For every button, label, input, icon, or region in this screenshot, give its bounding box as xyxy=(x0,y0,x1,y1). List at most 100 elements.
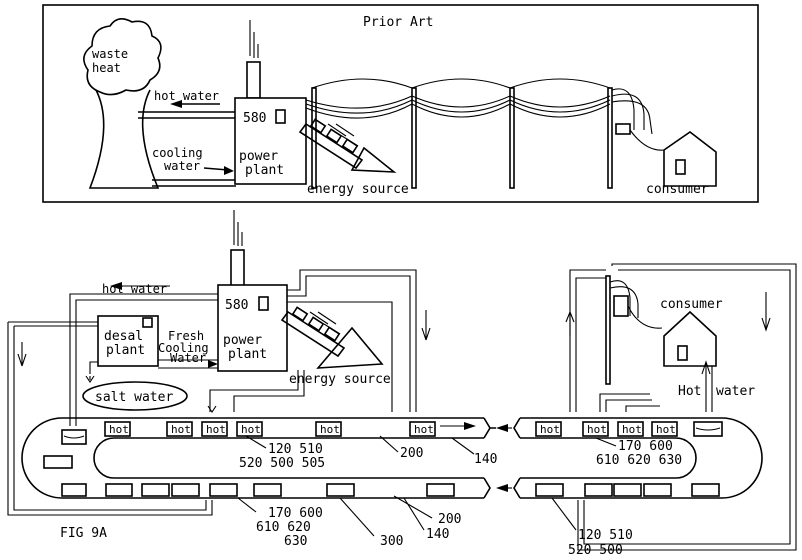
hot-label-9a: Hot xyxy=(678,384,701,399)
hot-car-label: hot xyxy=(171,423,191,436)
hot-car-label: hot xyxy=(241,423,261,436)
energy-source-label-9a: energy source xyxy=(289,372,391,387)
water-label-right-9a: water xyxy=(716,384,755,399)
cooling-label-9a: Cooling xyxy=(158,341,209,355)
plant-return-pipe xyxy=(287,269,417,412)
salt-water-pool xyxy=(82,381,188,411)
power-label: power xyxy=(239,149,278,164)
hot-car xyxy=(166,421,193,437)
waste-heat-label-1: waste xyxy=(92,47,128,61)
ref-520-500-lower: 520 500 xyxy=(568,543,623,558)
hot-car-label: hot xyxy=(540,423,560,436)
salt-water-label: salt water xyxy=(95,390,173,405)
track-left-outer xyxy=(21,417,484,499)
hot-car xyxy=(201,421,228,437)
energy-source-pile xyxy=(350,146,397,173)
ref-200-upper: 200 xyxy=(400,446,423,461)
track-left-inner xyxy=(93,437,484,479)
consumer-label: consumer xyxy=(646,182,709,197)
down-arrow-plant xyxy=(421,310,431,341)
hot-car xyxy=(315,421,342,437)
house-door-9a xyxy=(677,345,688,361)
ref-140-upper: 140 xyxy=(474,452,497,467)
hot-water-up-arrow xyxy=(701,360,711,412)
hot-car xyxy=(535,421,562,437)
power-plant xyxy=(234,97,307,185)
up-arrow-left xyxy=(17,342,27,367)
tank-car xyxy=(693,421,723,437)
ref-200-lower: 200 xyxy=(438,512,461,527)
ref-610-620-630-upper: 610 620 630 xyxy=(596,453,682,468)
utility-pole xyxy=(605,275,611,385)
waste-heat-label-2: heat xyxy=(92,61,121,75)
rail-loop xyxy=(21,417,763,499)
figure-caption: FIG 9A xyxy=(60,526,107,541)
hot-car-label: hot xyxy=(587,423,607,436)
desal-plant xyxy=(97,315,159,367)
plant-number: 580 xyxy=(243,111,266,126)
ref-610-620-lower: 610 620 xyxy=(256,520,311,535)
right-outer-pipe xyxy=(577,263,797,551)
hot-water-label-9a: hot water xyxy=(102,282,167,296)
hot-car-label: hot xyxy=(206,423,226,436)
consumer-label-9a: consumer xyxy=(660,297,723,312)
ref-140-lower: 140 xyxy=(426,527,449,542)
hot-car xyxy=(104,421,131,437)
prior-art-panel: Prior Art waste heat hot water cooling w… xyxy=(42,4,759,203)
fuel-conveyor-9a xyxy=(280,306,346,358)
cooling-water-arrow xyxy=(224,166,234,175)
hot-car-label: hot xyxy=(414,423,434,436)
hot-car xyxy=(582,421,609,437)
ref-630-lower: 630 xyxy=(284,534,307,549)
lower-cars xyxy=(61,483,720,497)
ref-120-510: 120 510 xyxy=(268,442,323,457)
consumer-house xyxy=(663,131,717,187)
down-arrow-right xyxy=(761,292,771,332)
transmission-lines xyxy=(305,78,665,189)
plant-label: plant xyxy=(245,163,284,178)
car-on-curve xyxy=(43,455,73,469)
hot-car xyxy=(409,421,436,437)
prior-art-title: Prior Art xyxy=(363,15,433,30)
tank-car xyxy=(61,429,87,445)
plant-indicator xyxy=(275,109,286,124)
water-label: water xyxy=(164,159,200,173)
energy-source-label: energy source xyxy=(307,182,409,197)
hot-water-label: hot water xyxy=(154,89,219,103)
desal-plant-label: plant xyxy=(106,343,145,358)
hot-car-label: hot xyxy=(622,423,642,436)
desal-indicator xyxy=(142,317,153,328)
track-break-lower xyxy=(483,477,491,499)
energy-source-pile-9a xyxy=(316,326,384,369)
transformer xyxy=(613,295,629,317)
power-label-9a: power xyxy=(223,333,262,348)
ref-520-500-505: 520 500 505 xyxy=(239,456,325,471)
ref-170-600-lower: 170 600 xyxy=(268,506,323,521)
track-right-inner xyxy=(520,437,697,479)
consumer-house-9a xyxy=(663,310,717,367)
fresh-label: Fresh xyxy=(168,329,204,343)
steam-cloud xyxy=(83,18,162,96)
ref-120-510-lower: 120 510 xyxy=(578,528,633,543)
upper-cars-left: hot hot hot hot hot hot xyxy=(43,421,436,469)
track-break-upper xyxy=(483,417,496,439)
cooling-tower xyxy=(83,18,162,189)
plant-number-9a: 580 xyxy=(225,298,248,313)
hot-car xyxy=(236,421,263,437)
left-outer-pipe xyxy=(7,322,213,516)
desal-label: desal xyxy=(104,329,143,344)
track-right-outer xyxy=(520,417,763,499)
ref-300: 300 xyxy=(380,534,403,549)
hot-car xyxy=(651,421,678,437)
plant-indicator-9a xyxy=(258,296,269,311)
ref-170-600-upper: 170 600 xyxy=(618,439,673,454)
fig9a-panel: hot water desal plant Fresh Cooling Wate… xyxy=(7,210,797,558)
chimney-9a xyxy=(230,249,245,287)
plant-label-9a: plant xyxy=(228,347,267,362)
power-plant-9a xyxy=(217,284,288,372)
prior-art-frame xyxy=(42,4,759,203)
hot-car-label: hot xyxy=(656,423,676,436)
fuel-conveyor xyxy=(298,118,364,170)
chimney xyxy=(246,61,261,99)
